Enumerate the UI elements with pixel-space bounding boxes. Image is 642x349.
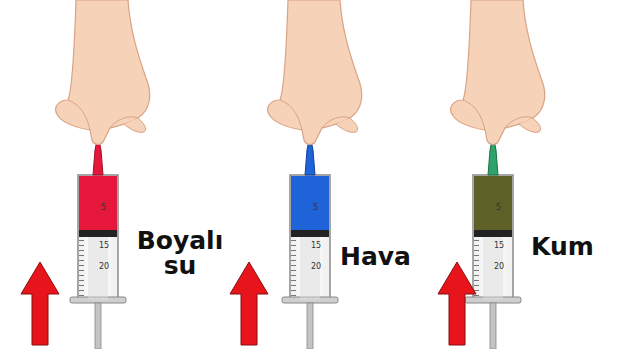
substance-label: Boyalı su [126, 228, 234, 278]
scale-number: 5 [496, 204, 501, 212]
scale-number: 20 [494, 263, 504, 271]
substance-label: Kum [531, 234, 594, 259]
scale-number: 20 [311, 263, 321, 271]
substance-label: Hava [340, 244, 411, 269]
scale-number: 15 [99, 242, 109, 250]
scale-number: 20 [99, 263, 109, 271]
scale-number: 5 [101, 204, 106, 212]
scale-number: 15 [311, 242, 321, 250]
scale-number: 5 [313, 204, 318, 212]
scale-number: 15 [494, 242, 504, 250]
